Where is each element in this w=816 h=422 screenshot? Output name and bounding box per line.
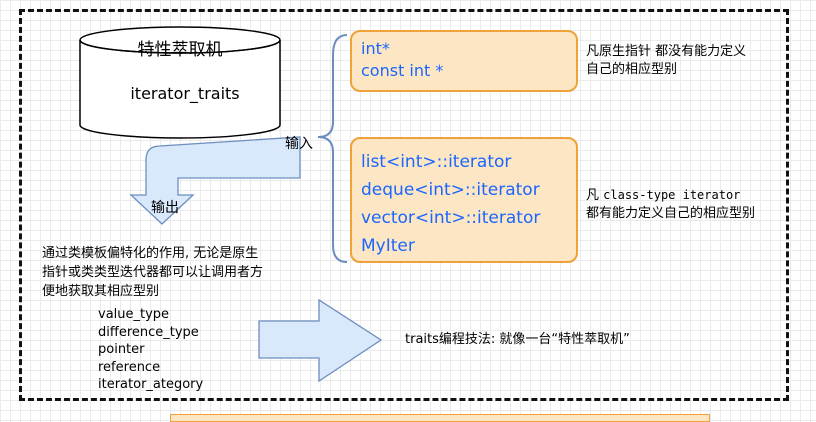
description-line-3: 便地获取其相应型别: [42, 284, 160, 299]
pointer-type-int-ptr: int*: [361, 39, 390, 58]
traits-arrow: [258, 298, 383, 383]
class-iterator-box: list<int>::iterator deque<int>::iterator…: [350, 137, 578, 263]
type-pointer: pointer: [98, 342, 145, 357]
iterator-vector: vector<int>::iterator: [361, 208, 541, 228]
associated-types-list: value_type difference_type pointer refer…: [98, 306, 203, 394]
output-label: 输出: [151, 200, 179, 216]
input-brace: [317, 34, 348, 263]
cylinder-title: 特性萃取机: [137, 40, 223, 60]
input-label: 输入: [285, 136, 313, 152]
type-iterator-category: iterator_ategory: [98, 377, 204, 392]
outer-dashed-frame: [19, 9, 789, 401]
bottom-partial-box: [170, 414, 710, 422]
pointer-note-line-2: 自己的相应型别: [586, 62, 678, 77]
iterator-deque: deque<int>::iterator: [361, 180, 540, 200]
cylinder-label: iterator_traits: [130, 84, 240, 103]
class-note-prefix: 凡: [586, 188, 604, 203]
type-reference: reference: [98, 359, 161, 375]
iterator-list: list<int>::iterator: [361, 152, 512, 172]
native-pointer-note: 凡原生指针 都没有能力定义 自己的相应型别: [586, 43, 791, 79]
traits-caption: traits编程技法: 就像一台“特性萃取机”: [405, 332, 630, 347]
class-note-line-2: 都有能力定义自己的相应型别: [586, 206, 756, 221]
class-iterator-note: 凡 class-type iterator 都有能力定义自己的相应型别: [586, 186, 796, 223]
type-difference-type: difference_type: [98, 324, 199, 340]
description-line-1: 通过类模板偏特化的作用, 无论是原生: [42, 246, 259, 261]
class-note-code: class-type iterator: [603, 188, 741, 202]
pointer-note-line-1: 凡原生指针 都没有能力定义: [586, 44, 747, 59]
native-pointer-box: int* const int *: [350, 30, 578, 92]
output-flow-arrow: [129, 136, 301, 225]
class-note-line-1: 凡 class-type iterator: [586, 186, 796, 205]
description-text: 通过类模板偏特化的作用, 无论是原生 指针或类类型迭代器都可以让调用者方 便地获…: [42, 244, 312, 301]
pointer-type-const-int-ptr: const int *: [361, 61, 444, 80]
cylinder-shape: [79, 26, 281, 139]
iterator-myiter: MyIter: [361, 236, 415, 256]
description-line-2: 指针或类类型迭代器都可以让调用者方: [42, 265, 264, 280]
type-value-type: value_type: [98, 307, 170, 322]
